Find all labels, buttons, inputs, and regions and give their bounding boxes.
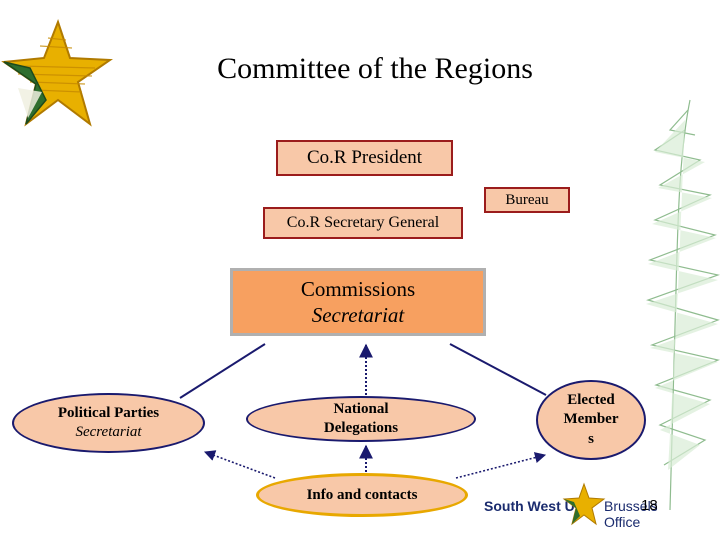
elected-members-line2: Member [563, 411, 619, 428]
president-label: Co.R President [306, 147, 423, 168]
arrow-info-political [203, 450, 276, 479]
node-national-delegations: National Delegations [246, 396, 476, 442]
node-president: Co.R President [276, 140, 453, 176]
page-number: 18 [641, 497, 658, 514]
commissions-sublabel: Secretariat [311, 303, 405, 327]
commissions-label: Commissions [300, 276, 416, 301]
political-parties-label: Political Parties [57, 405, 160, 422]
star-logo-icon [1, 19, 114, 127]
node-secretary-general: Co.R Secretary General [263, 207, 463, 239]
connector-commissions-elected [449, 343, 547, 396]
logo-left-text: South West UK [484, 498, 585, 514]
national-delegations-line1: National [333, 400, 389, 417]
info-contacts-label: Info and contacts [306, 486, 418, 503]
political-parties-sublabel: Secretariat [75, 424, 142, 440]
node-bureau: Bureau [484, 187, 570, 213]
south-west-uk-logo: South West UK Brussels Office 18 [482, 482, 687, 532]
node-political-parties: Political Parties Secretariat [12, 393, 205, 453]
arrow-info-elected [455, 452, 547, 479]
logo-right-text: Brussels Office [604, 498, 658, 530]
national-delegations-line2: Delegations [323, 420, 399, 436]
node-info-contacts: Info and contacts [256, 473, 468, 517]
bureau-label: Bureau [505, 191, 549, 208]
node-commissions-secretariat: Commissions Secretariat [230, 268, 486, 336]
tree-decoration-icon [646, 99, 720, 511]
connector-commissions-political [179, 343, 266, 399]
elected-members-line3: s [588, 430, 594, 447]
node-elected-members: Elected Member s [536, 380, 646, 460]
brussels-office-star-icon [562, 482, 606, 526]
elected-members-line1: Elected [567, 391, 615, 408]
page-title: Committee of the Regions [217, 52, 533, 85]
secretary-general-label: Co.R Secretary General [286, 214, 440, 231]
